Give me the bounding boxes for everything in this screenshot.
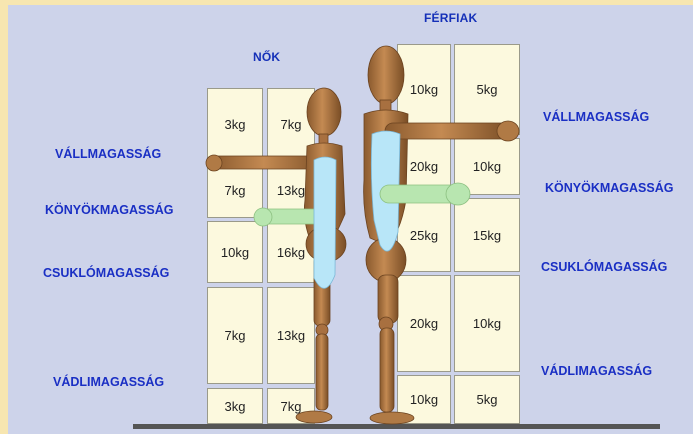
right-label-shoulder: VÁLLMAGASSÁG <box>543 110 650 124</box>
men-value: 25kg <box>409 227 439 243</box>
women-value: 7kg <box>224 183 246 198</box>
women-header: NŐK <box>253 50 281 64</box>
men-header: FÉRFIAK <box>424 11 478 25</box>
left-label-elbow: KÖNYÖKMAGASSÁG <box>45 203 174 217</box>
women-value: 7kg <box>224 328 246 343</box>
man-thigh <box>377 274 399 324</box>
woman-mannequin <box>205 87 347 424</box>
men-cell-wrist-right: 15kg <box>454 198 520 272</box>
diagram-panel <box>8 5 693 434</box>
women-cell-wrist-left: 10kg <box>207 221 263 283</box>
men-value: 15kg <box>472 227 502 243</box>
women-value: 7kg <box>280 398 302 414</box>
men-value: 10kg <box>472 316 502 331</box>
women-value: 10kg <box>220 244 250 260</box>
men-value: 5kg <box>476 392 498 407</box>
women-value: 16kg <box>276 244 306 260</box>
left-label-calf: VÁDLIMAGASSÁG <box>53 375 165 389</box>
right-label-elbow: KÖNYÖKMAGASSÁG <box>545 181 674 195</box>
women-cell-calf-left: 7kg <box>207 287 263 384</box>
women-value: 13kg <box>276 183 306 198</box>
women-cell-floor-left: 3kg <box>207 388 263 424</box>
women-value: 3kg <box>224 398 246 414</box>
woman-foot <box>295 410 333 424</box>
woman-body-zone <box>313 156 337 289</box>
women-value: 3kg <box>224 116 246 132</box>
women-cell-calf-right: 13kg <box>267 287 315 384</box>
men-value: 10kg <box>409 392 439 407</box>
left-label-wrist: CSUKLÓMAGASSÁG <box>43 266 170 280</box>
women-value: 13kg <box>276 328 306 343</box>
man-hand-elbow <box>445 182 471 206</box>
men-cell-floor-right: 5kg <box>454 375 520 424</box>
man-mannequin <box>363 45 520 425</box>
men-value: 20kg <box>409 159 439 174</box>
man-head <box>367 45 405 105</box>
men-value: 5kg <box>476 82 498 97</box>
men-value: 20kg <box>409 316 439 331</box>
man-shin <box>379 327 395 413</box>
right-label-calf: VÁDLIMAGASSÁG <box>541 364 653 378</box>
man-hand-shoulder <box>496 120 520 142</box>
floor-line <box>133 424 660 429</box>
woman-hand-shoulder <box>205 154 223 172</box>
man-arm-shoulder <box>384 122 511 140</box>
men-cell-shoulder-right: 5kg <box>454 44 520 135</box>
man-foot <box>369 411 415 425</box>
right-label-wrist: CSUKLÓMAGASSÁG <box>541 260 668 274</box>
left-label-shoulder: VÁLLMAGASSÁG <box>55 147 162 161</box>
woman-neck <box>318 133 329 145</box>
men-value: 10kg <box>409 82 439 97</box>
men-cell-calf-left: 20kg <box>397 275 451 372</box>
women-cell-shoulder-left: 3kg <box>207 88 263 160</box>
woman-hand-elbow <box>253 207 273 227</box>
women-value: 7kg <box>280 116 302 132</box>
woman-head <box>306 87 342 137</box>
men-cell-calf-right: 10kg <box>454 275 520 372</box>
men-value: 10kg <box>472 159 502 174</box>
woman-shin <box>315 333 329 411</box>
